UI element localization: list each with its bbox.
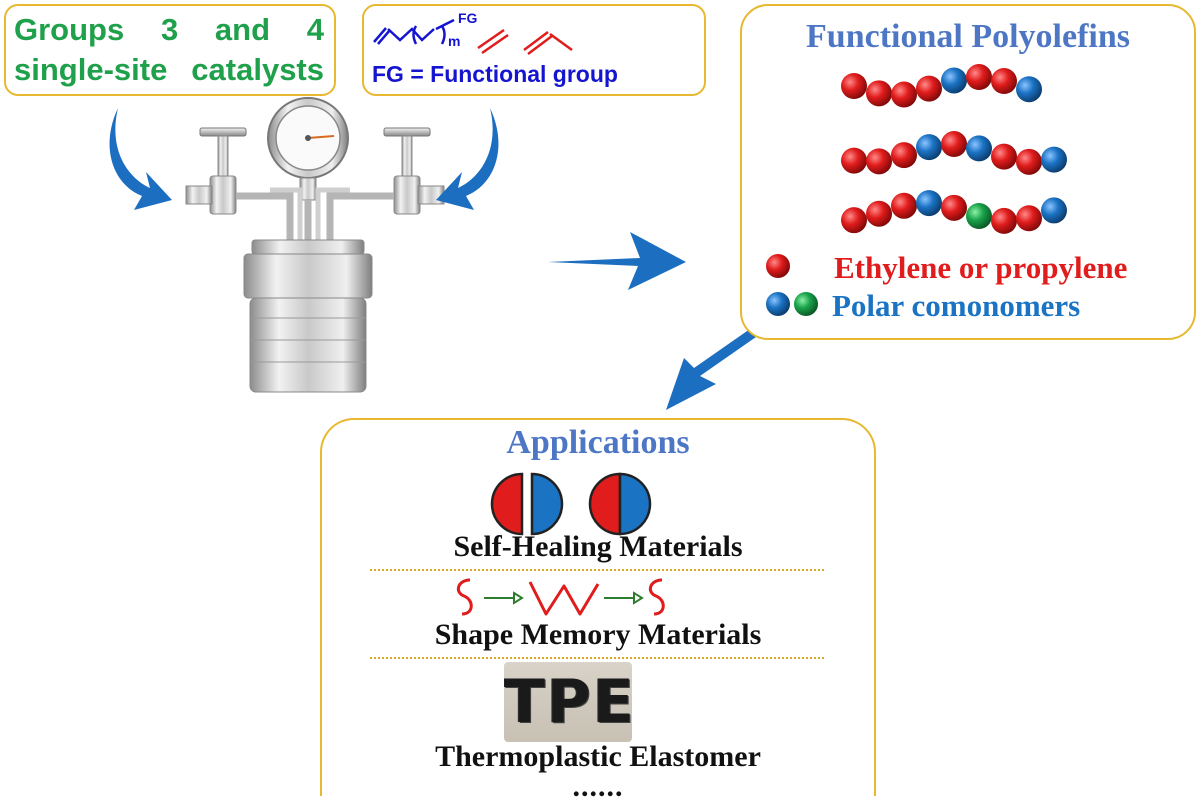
legend-red-bead	[766, 254, 790, 278]
red-bead	[916, 75, 942, 102]
separator	[370, 657, 824, 659]
split-circle-joined	[588, 472, 652, 536]
fg-superscript: FG	[458, 10, 478, 26]
catalyst-box: Groups 3 and 4 single-site catalysts	[4, 4, 336, 96]
arrow-right-2	[604, 591, 644, 605]
blue-bead	[941, 67, 967, 94]
functional-monomer-structure	[373, 18, 455, 45]
red-bead	[891, 81, 917, 108]
blue-bead	[1016, 76, 1042, 103]
catalyst-label-line2: single-site catalysts	[14, 52, 324, 87]
green-bead	[966, 203, 992, 230]
polymer-chain-1	[841, 64, 1042, 108]
arrow-right-1	[484, 591, 524, 605]
monomer-curved-arrow	[436, 108, 499, 210]
red-bead	[991, 207, 1017, 234]
pressure-gauge	[267, 97, 349, 201]
self-healing-icons	[490, 472, 652, 536]
m-subscript: m	[448, 33, 461, 49]
fg-definition: FG = Functional group	[372, 61, 618, 87]
stretched-shape	[528, 581, 600, 616]
reactor-vessel	[243, 239, 373, 393]
red-bead	[966, 64, 992, 91]
self-healing-label: Self-Healing Materials	[453, 530, 743, 563]
blue-bead	[1041, 146, 1067, 173]
red-bead	[1016, 205, 1042, 232]
blue-bead	[1041, 197, 1067, 224]
polyolefin-title: Functional Polyolefins	[806, 18, 1130, 55]
applications-title: Applications	[506, 424, 690, 461]
coiled-shape-start	[456, 578, 473, 616]
red-bead	[941, 131, 967, 158]
shape-memory-label: Shape Memory Materials	[434, 618, 762, 651]
reactor-pipes	[236, 187, 394, 248]
polyolefin-box: Functional Polyolefins Ethylene or propy…	[740, 4, 1196, 340]
ethylene-structure	[477, 28, 509, 55]
blue-bead	[916, 134, 942, 161]
legend-green-bead	[794, 292, 818, 316]
propylene-structure	[523, 31, 573, 55]
red-bead	[866, 200, 892, 227]
catalyst-label-line1: Groups 3 and 4	[14, 12, 324, 47]
tpe-photo: TPE	[504, 662, 632, 742]
red-bead	[841, 73, 867, 99]
red-bead	[841, 207, 867, 234]
tpe-photo-text: TPE	[504, 667, 632, 737]
red-bead	[941, 194, 967, 221]
legend-markers	[766, 254, 818, 316]
reactor-to-polyolefin-arrow	[548, 232, 686, 290]
polymer-chains	[841, 64, 1067, 234]
polymer-chain-3	[841, 190, 1067, 234]
red-bead	[891, 142, 917, 169]
legend-polar-label: Polar comonomers	[832, 288, 1081, 323]
thermoplastic-elastomer-label: Thermoplastic Elastomer	[435, 740, 761, 773]
shape-memory-icons	[456, 578, 665, 616]
red-bead	[991, 143, 1017, 170]
red-bead	[1016, 148, 1042, 175]
ellipsis: ......	[572, 770, 624, 803]
red-bead	[866, 80, 892, 107]
polyolefin-to-applications-arrow	[666, 322, 766, 410]
split-circle-apart	[490, 472, 564, 536]
coiled-shape-end	[648, 578, 665, 616]
monomer-structures	[373, 18, 573, 55]
red-bead	[841, 147, 867, 174]
red-bead	[991, 68, 1017, 95]
red-bead	[891, 192, 917, 219]
right-valve	[383, 127, 445, 215]
blue-bead	[966, 135, 992, 162]
catalyst-curved-arrow	[109, 108, 172, 210]
separator	[370, 569, 824, 571]
legend-ethylene-label: Ethylene or propylene	[834, 250, 1128, 285]
blue-bead	[916, 190, 942, 217]
monomer-box: FG m FG = Functional group	[362, 4, 706, 96]
applications-box: Applications Self-Healing Materials Shap…	[320, 418, 876, 803]
polymer-chain-2	[841, 131, 1067, 175]
legend-blue-bead	[766, 292, 790, 316]
red-bead	[866, 148, 892, 175]
